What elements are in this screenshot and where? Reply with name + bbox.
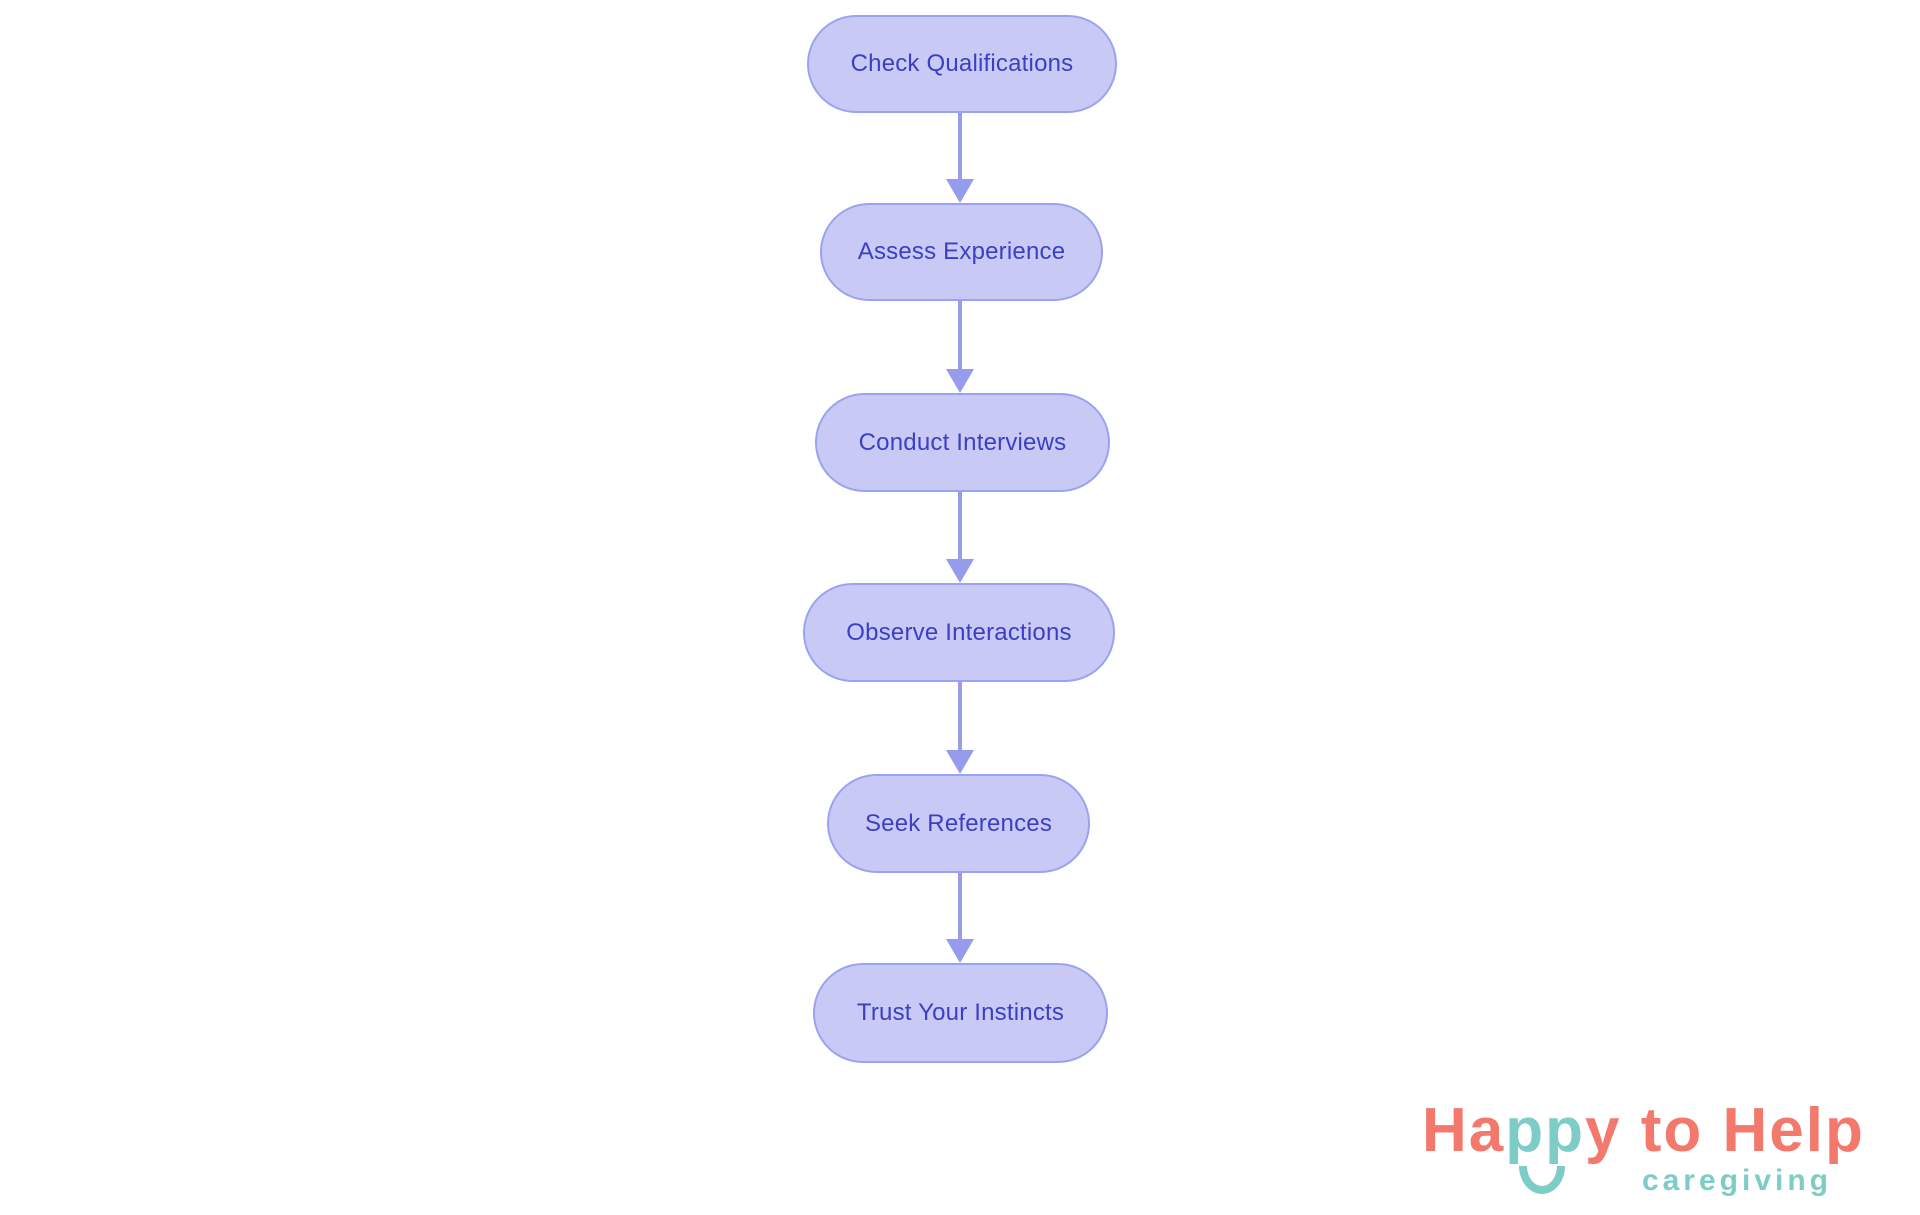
flow-node-label: Observe Interactions — [846, 618, 1072, 646]
arrow-line — [958, 492, 962, 559]
smile-arc-icon — [1519, 1166, 1565, 1194]
flow-arrow-1 — [946, 113, 974, 203]
logo-text-ha: Ha — [1422, 1096, 1506, 1165]
flow-node-check-qualifications: Check Qualifications — [807, 15, 1117, 113]
arrow-line — [958, 301, 962, 369]
flow-node-seek-references: Seek References — [827, 774, 1090, 873]
flow-node-assess-experience: Assess Experience — [820, 203, 1103, 301]
arrow-head-icon — [946, 369, 974, 393]
logo-brand-text: Happy to Help — [1422, 1100, 1872, 1162]
flow-node-label: Seek References — [864, 809, 1053, 837]
arrow-line — [958, 113, 962, 179]
flow-node-label: Check Qualifications — [850, 50, 1074, 77]
arrow-head-icon — [946, 750, 974, 774]
flow-node-label: Assess Experience — [857, 238, 1066, 265]
arrow-head-icon — [946, 559, 974, 583]
flow-node-label: Trust Your Instincts — [856, 999, 1065, 1026]
arrow-head-icon — [946, 939, 974, 963]
arrow-line — [958, 682, 962, 750]
flow-arrow-2 — [946, 301, 974, 393]
flow-node-label: Conduct Interviews — [858, 428, 1067, 456]
happy-to-help-logo: Happy to Help caregiving — [1422, 1100, 1872, 1210]
arrow-line — [958, 873, 962, 939]
flow-node-trust-your-instincts: Trust Your Instincts — [813, 963, 1108, 1063]
logo-text-pp: pp — [1505, 1096, 1586, 1165]
flow-node-conduct-interviews: Conduct Interviews — [815, 393, 1110, 492]
flow-arrow-5 — [946, 873, 974, 963]
logo-tagline: caregiving — [1641, 1164, 1832, 1197]
flow-node-observe-interactions: Observe Interactions — [803, 583, 1115, 682]
flow-arrow-4 — [946, 682, 974, 774]
flow-arrow-3 — [946, 492, 974, 583]
logo-text-y-to-help: y to Help — [1585, 1096, 1865, 1165]
arrow-head-icon — [946, 179, 974, 203]
